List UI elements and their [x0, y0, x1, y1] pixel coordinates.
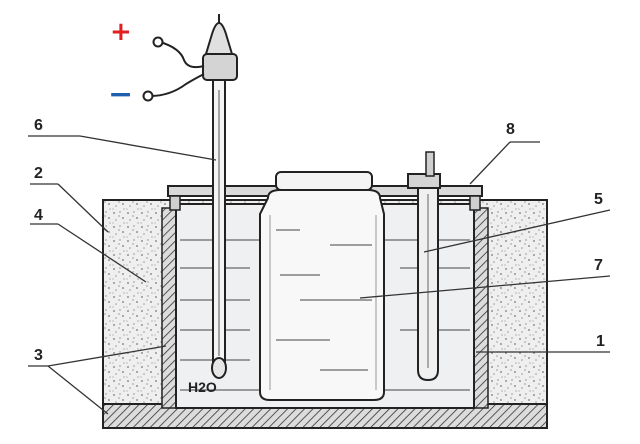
label-1: 1	[596, 333, 605, 350]
minus-sign: −	[108, 77, 133, 112]
thermometer-wires	[142, 36, 205, 102]
lid-flange-right	[469, 195, 481, 211]
label-2: 2	[34, 165, 43, 182]
left-insulation-wall	[161, 207, 177, 409]
label-4: 4	[34, 207, 43, 224]
leader-lines	[28, 135, 611, 415]
heater	[407, 151, 441, 382]
label-6: 6	[34, 117, 43, 134]
label-7: 7	[594, 257, 603, 274]
lid-flange-left	[169, 195, 181, 211]
label-5: 5	[594, 191, 603, 208]
label-8: 8	[506, 121, 515, 138]
water-label: H2O	[188, 379, 217, 395]
label-3: 3	[34, 347, 43, 364]
glass-jar	[259, 171, 385, 401]
contact-thermometer	[202, 14, 238, 379]
plus-sign: +	[110, 17, 132, 47]
